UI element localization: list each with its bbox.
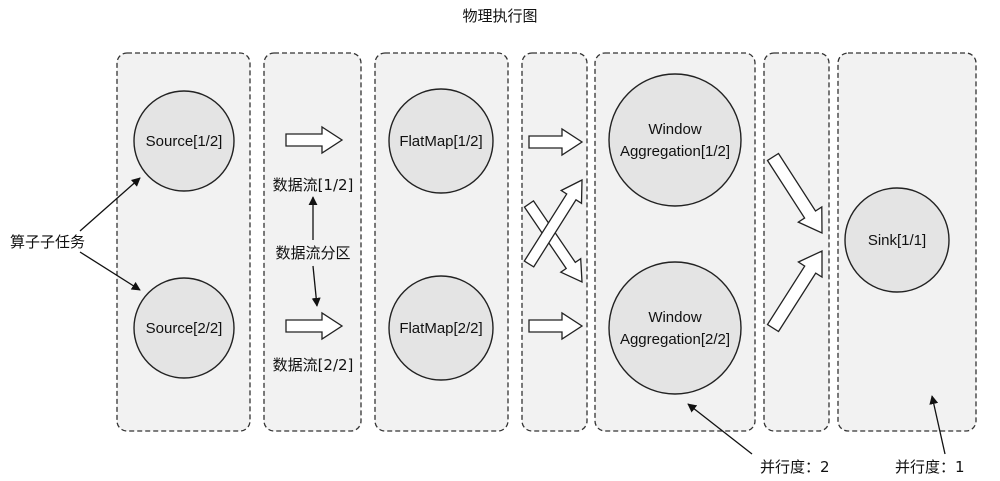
flow-arrow-flatmap-1 bbox=[528, 127, 584, 157]
window-1-node bbox=[608, 73, 742, 207]
flow-arrow-cross-up bbox=[523, 178, 583, 268]
parallelism-1-pointer bbox=[929, 395, 946, 455]
column-stream-2 bbox=[763, 52, 830, 432]
flatmap-1-node bbox=[388, 88, 494, 194]
subtask-pointer-down bbox=[79, 251, 141, 291]
flow-arrow-window-2-to-sink bbox=[766, 249, 823, 333]
operator-subtask-label: 算子子任务 bbox=[10, 233, 85, 251]
flatmap-1-label: FlatMap[1/2] bbox=[399, 133, 482, 150]
parallelism-1-label: 并行度：1 bbox=[895, 458, 965, 476]
diagram-title: 物理执行图 bbox=[462, 7, 537, 25]
flow-arrow-source-2 bbox=[285, 311, 344, 341]
subtask-pointer-up bbox=[79, 177, 141, 232]
flow-arrow-flatmap-2 bbox=[528, 311, 584, 341]
stream-1-label: 数据流[1/2] bbox=[273, 176, 354, 194]
window-2-node bbox=[608, 261, 742, 395]
flow-arrows bbox=[285, 125, 823, 341]
flow-arrow-source-1 bbox=[285, 125, 344, 155]
stream-2-label: 数据流[2/2] bbox=[273, 356, 354, 374]
window-1-label-line1: Window bbox=[648, 121, 702, 138]
parallelism-2-label: 并行度：2 bbox=[760, 458, 830, 476]
flatmap-2-label: FlatMap[2/2] bbox=[399, 320, 482, 337]
window-2-label-line2: Aggregation[2/2] bbox=[620, 331, 730, 348]
source-1-node bbox=[133, 90, 235, 192]
source-2-label: Source[2/2] bbox=[146, 320, 223, 337]
flow-arrow-cross-down bbox=[523, 199, 583, 284]
flow-arrow-window-1-to-sink bbox=[766, 152, 823, 235]
partition-pointer-down bbox=[311, 265, 321, 307]
parallelism-2-pointer bbox=[687, 403, 753, 455]
flatmap-2-node bbox=[388, 275, 494, 381]
window-1-label-line2: Aggregation[1/2] bbox=[620, 143, 730, 160]
stream-partition-label: 数据流分区 bbox=[275, 244, 350, 262]
window-2-label-line1: Window bbox=[648, 309, 702, 326]
source-2-node bbox=[133, 277, 235, 379]
sink-1-node bbox=[844, 187, 950, 293]
column-stream-1 bbox=[263, 52, 362, 432]
source-1-label: Source[1/2] bbox=[146, 133, 223, 150]
sink-1-label: Sink[1/1] bbox=[868, 232, 926, 249]
